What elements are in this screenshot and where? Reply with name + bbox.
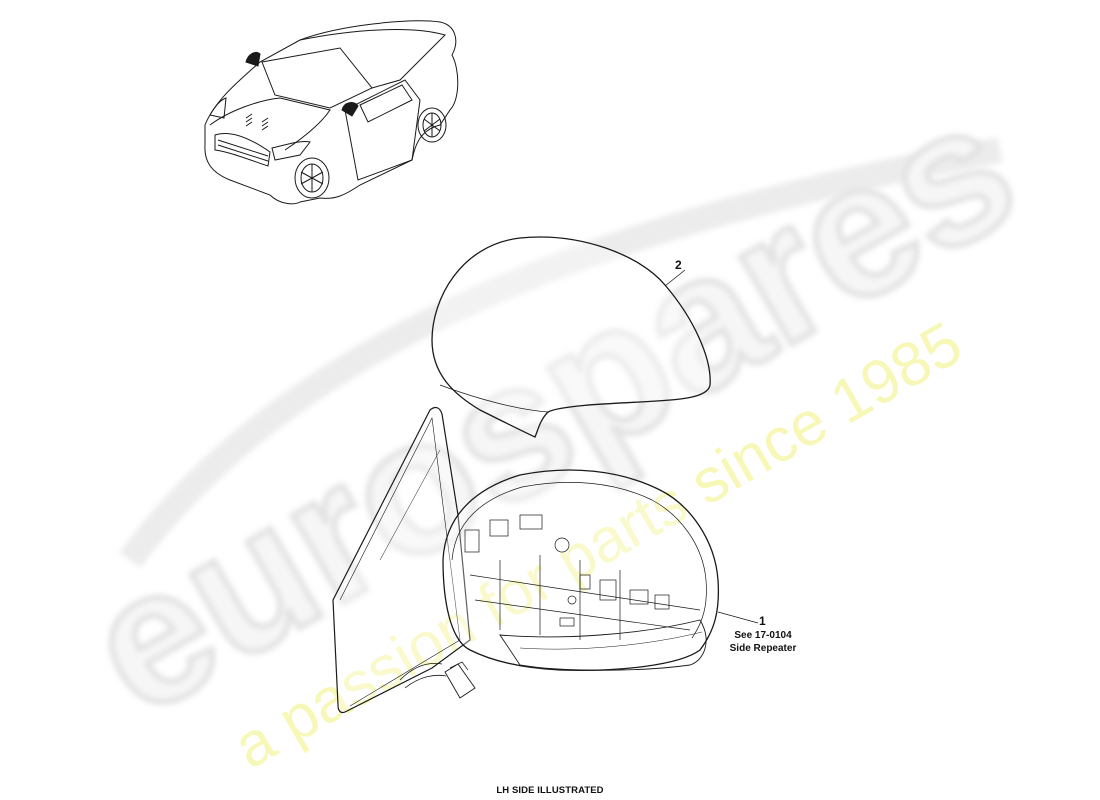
callout-note-1-description: Side Repeater [729, 643, 797, 654]
part-1-mirror-assembly [332, 406, 720, 714]
watermark-swoosh [119, 137, 1003, 568]
part-2-mirror-cover [431, 236, 711, 438]
callout-note-1: See 17-0104 Side Repeater [722, 629, 804, 655]
leader-line-2 [664, 269, 686, 287]
callout-number-1: 1 [759, 614, 766, 628]
vehicle-locator-illustration [204, 20, 459, 205]
leader-line-1 [717, 611, 759, 624]
diagram-caption: LH SIDE ILLUSTRATED [496, 785, 604, 796]
callout-note-1-reference: See 17-0104 [734, 630, 792, 641]
callout-number-2: 2 [675, 258, 682, 272]
